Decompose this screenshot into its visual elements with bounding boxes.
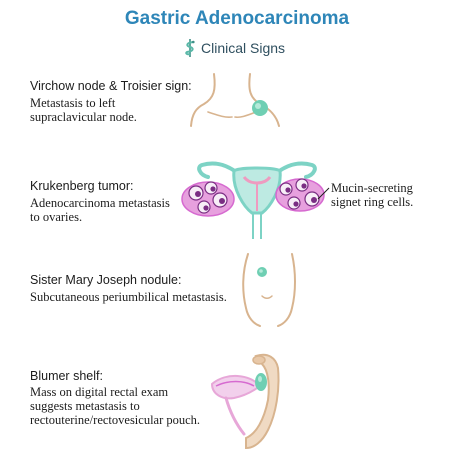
abdomen-umbilicus-illustration — [242, 253, 296, 327]
virchow-node-description: Metastasis to left supraclavicular node. — [30, 96, 137, 124]
blumer-shelf-description: Mass on digital rectal exam suggests met… — [30, 385, 200, 427]
virchow-node-description-line: Metastasis to left — [30, 96, 116, 110]
rectum-pouch-illustration — [210, 353, 280, 450]
subtitle-text: Clinical Signs — [201, 40, 286, 56]
neck-clavicle-illustration — [190, 73, 280, 127]
signet-ring-callout-line: Mucin-secreting — [331, 181, 413, 195]
blumer-shelf-label: Blumer shelf: — [30, 369, 103, 383]
sister-mary-joseph-description-line: Subcutaneous periumbilical metastasis. — [30, 290, 227, 304]
blumer-shelf-description-line: Mass on digital rectal exam — [30, 385, 169, 399]
virchow-node-description-line: supraclavicular node. — [30, 110, 137, 124]
caduceus-icon — [185, 39, 195, 57]
subtitle: Clinical Signs — [184, 38, 285, 58]
signet-ring-callout: Mucin-secreting signet ring cells. — [331, 181, 413, 209]
blumer-shelf-description-line: rectouterine/rectovesicular pouch. — [30, 413, 201, 427]
krukenberg-tumor-description-line: Adenocarcinoma metastasis — [30, 196, 170, 210]
sister-mary-joseph-description: Subcutaneous periumbilical metastasis. — [30, 290, 227, 304]
page-title: Gastric Adenocarcinoma — [124, 8, 350, 29]
krukenberg-tumor-description: Adenocarcinoma metastasis to ovaries. — [30, 196, 170, 224]
signet-ring-callout-line: signet ring cells. — [331, 195, 414, 209]
blumer-shelf-description-line: suggests metastasis to — [30, 399, 140, 413]
uterus-ovaries-illustration — [181, 161, 330, 239]
sister-mary-joseph-label: Sister Mary Joseph nodule: — [30, 273, 182, 287]
blumer-shelf-mass-icon — [255, 373, 267, 391]
krukenberg-tumor-description-line: to ovaries. — [30, 210, 83, 224]
virchow-node-label: Virchow node & Troisier sign: — [30, 79, 192, 93]
krukenberg-tumor-label: Krukenberg tumor: — [30, 179, 134, 193]
